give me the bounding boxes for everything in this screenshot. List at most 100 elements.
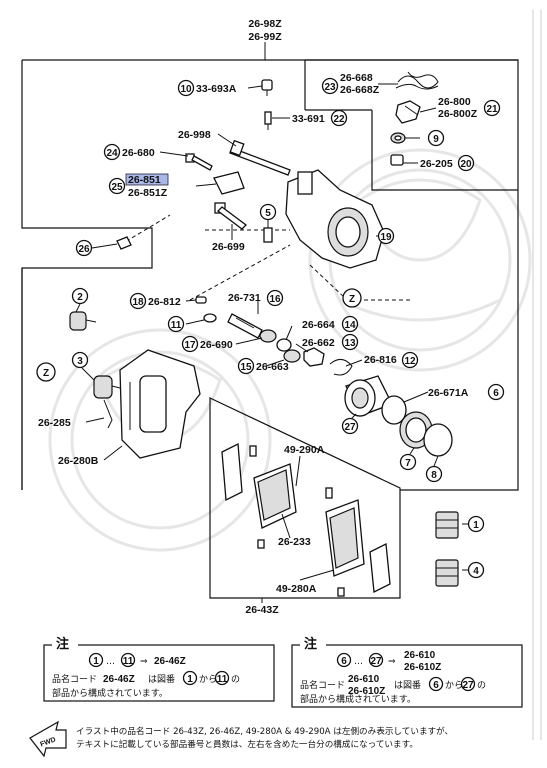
part-ring-15	[283, 349, 301, 363]
callout-num-23: 23	[324, 82, 336, 93]
note-left-l3: 部品から構成されています。	[52, 687, 168, 699]
part-pads	[221, 442, 391, 597]
part-spring	[395, 71, 439, 90]
note-left-title: 注	[56, 636, 69, 651]
note-right-l3: 部品から構成されています。	[300, 693, 416, 705]
part-boot-2	[69, 311, 97, 331]
part-shaft	[229, 139, 291, 176]
callout-code-13: 26-662	[302, 337, 335, 349]
note-right: 注 6 … 27 ⇒ 26-610 26-610Z 品名コード 26-610 2…	[291, 636, 523, 708]
callout-code-25a: 26-851	[128, 174, 161, 186]
callout-num-27: 27	[344, 422, 356, 433]
svg-text:の: の	[231, 675, 240, 685]
assembly-label-2: 26-99Z	[248, 31, 282, 43]
callout-code-17: 26-690	[200, 339, 233, 351]
svg-text:11: 11	[217, 674, 228, 685]
side-watermark-strip	[532, 10, 542, 740]
callout-num-14: 14	[344, 320, 356, 331]
assembly-label-1: 26-98Z	[248, 18, 282, 30]
part-clip-12	[329, 359, 353, 376]
footer-line-1: イラスト中の品名コード 26-43Z, 26-46Z, 49-280A & 49…	[76, 725, 453, 737]
callout-num-24: 24	[106, 148, 118, 159]
part-pin-285	[103, 399, 113, 429]
callout-code-290a: 49-290A	[284, 444, 325, 456]
callout-code-25b: 26-851Z	[128, 187, 168, 199]
part-pin-18	[195, 296, 207, 304]
note-right-l2b1: 26-610	[348, 674, 380, 685]
callout-num-9: 9	[433, 134, 439, 145]
part-bolt-699	[214, 202, 247, 230]
note-left-l2b: 26-46Z	[103, 674, 135, 685]
callout-num-4: 4	[473, 566, 479, 577]
callout-code-23a: 26-668	[340, 72, 373, 84]
note-right-title: 注	[304, 636, 317, 651]
part-bleeder-screw	[264, 111, 272, 130]
callout-num-21: 21	[486, 104, 498, 115]
note-left-to: 11	[123, 656, 134, 667]
callout-num-13: 13	[344, 338, 356, 349]
callout-num-8: 8	[431, 470, 437, 481]
callout-num-5: 5	[265, 208, 271, 219]
callout-code-22: 33-691	[292, 113, 325, 125]
note-left-arrow: ⇒	[140, 657, 148, 667]
part-bolt-24	[185, 153, 213, 171]
part-oring-11	[203, 313, 217, 323]
note-right-from: 6	[341, 656, 347, 667]
callout-code-21b: 26-800Z	[438, 108, 478, 120]
callout-code-280b: 26-280B	[58, 455, 99, 467]
watermark-emblem	[48, 148, 532, 552]
callout-code-12: 26-816	[364, 354, 397, 366]
svg-text:の: の	[477, 681, 486, 691]
callout-num-7: 7	[405, 458, 411, 469]
leader-lines	[75, 83, 468, 581]
note-left-from: 1	[93, 656, 99, 667]
callout-code-699: 26-699	[212, 241, 245, 253]
part-shim-4	[435, 559, 459, 587]
part-spindle-16	[227, 313, 263, 339]
callout-code-14: 26-664	[302, 319, 335, 331]
note-right-l2a: 品名コード	[300, 679, 345, 691]
note-right-l2d: から	[445, 680, 463, 691]
callout-code-21a: 26-800	[438, 96, 471, 108]
footer: FWD イラスト中の品名コード 26-43Z, 26-46Z, 49-280A …	[29, 720, 453, 758]
svg-text:6: 6	[433, 680, 439, 691]
fwd-arrow-icon: FWD	[29, 720, 67, 758]
callout-code-998: 26-998	[178, 129, 211, 141]
callout-code-16: 26-731	[228, 292, 261, 304]
note-right-arrow: ⇒	[388, 657, 396, 667]
note-right-l2b2: 26-610Z	[348, 686, 385, 697]
callout-code-15: 26-663	[256, 361, 289, 373]
note-left-l2d: から	[199, 674, 217, 685]
callout-code-43z: 26-43Z	[245, 604, 279, 616]
note-right-target1: 26-610	[404, 650, 436, 661]
svg-text:…: …	[354, 657, 363, 667]
callout-num-11: 11	[171, 320, 182, 331]
note-right-to: 27	[370, 656, 382, 667]
part-spring-13	[303, 347, 325, 367]
svg-text:…: …	[106, 657, 115, 667]
callout-code-6: 26-671A	[428, 387, 469, 399]
part-caliper-body	[285, 169, 385, 269]
callout-num-18: 18	[132, 297, 144, 308]
part-ring-6	[381, 395, 407, 425]
part-nut-20	[390, 154, 404, 166]
part-washer-9	[390, 132, 406, 144]
part-clip-26	[116, 236, 132, 250]
part-bracket-25	[213, 171, 245, 195]
footer-line-2: テキストに記載している部品番号と員数は、左右を含めた一台分の構成になっています。	[76, 738, 418, 750]
part-piston-27	[344, 375, 393, 417]
callout-num-1: 1	[473, 520, 479, 531]
callout-code-10: 33-693A	[196, 83, 237, 95]
note-left: 注 1 … 11 ⇒ 26-46Z 品名コード 26-46Z は図番 1 から …	[43, 636, 275, 702]
callout-num-3: 3	[77, 356, 83, 367]
part-oring-8	[423, 423, 453, 457]
part-ring-14	[276, 338, 292, 352]
part-lever	[395, 100, 421, 124]
note-left-l2c: は図番	[148, 673, 175, 685]
callout-code-24: 26-680	[122, 147, 155, 159]
part-bleeder-cap	[261, 79, 273, 96]
callout-code-285: 26-285	[38, 417, 71, 429]
callout-num-20: 20	[460, 159, 472, 170]
callout-num-12: 12	[404, 356, 416, 367]
